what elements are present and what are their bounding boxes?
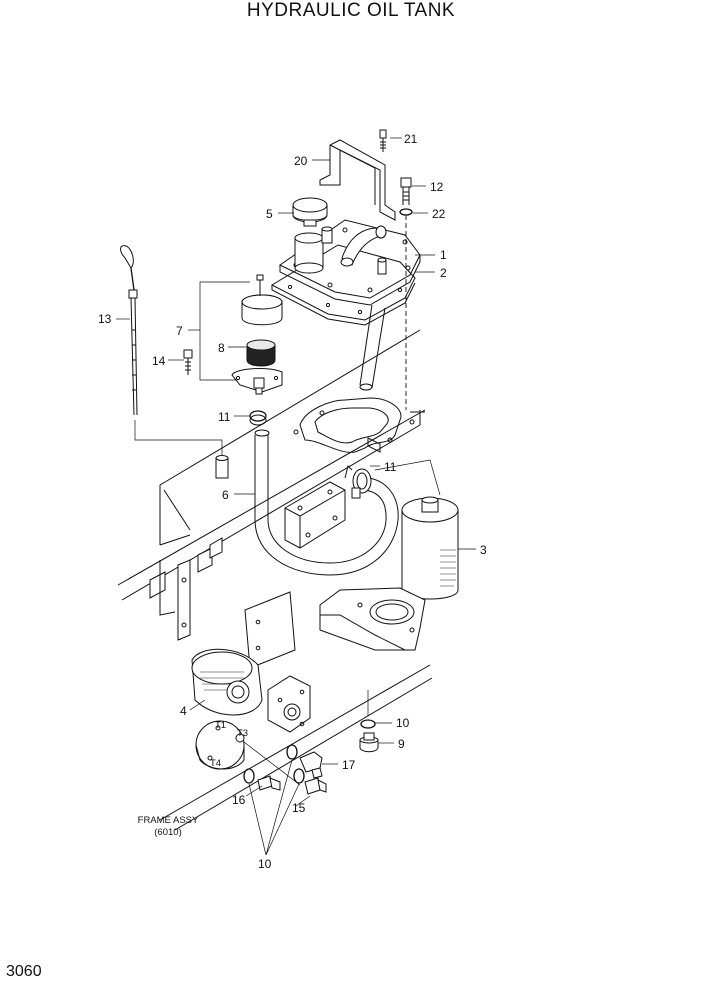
callout-22: 22: [432, 207, 446, 221]
port-label-t3: T3: [237, 728, 248, 739]
page-title: HYDRAULIC OIL TANK: [246, 0, 456, 21]
cap-part-5: [292, 197, 328, 227]
dipstick-port: [215, 455, 229, 479]
suction-pipe: [359, 304, 386, 391]
mounting-block: [284, 481, 361, 549]
o-ring-part-10-upper: [360, 719, 376, 729]
breather-base: [231, 367, 283, 395]
o-ring-part-22: [399, 208, 413, 216]
bolt-part-12: [400, 177, 412, 205]
filter-head: T1 T3 T4: [195, 720, 248, 770]
callout-leaders: [116, 137, 476, 856]
breather-cover-part-7: [241, 274, 283, 326]
elbow-fitting-part-17: [299, 751, 323, 779]
callout-15: 15: [292, 801, 306, 815]
dipstick-leader: [134, 420, 223, 458]
callout-3: 3: [480, 543, 487, 557]
bracket-part-20: [319, 139, 396, 221]
element-part-8: [246, 339, 276, 367]
callout-20: 20: [294, 154, 308, 168]
bolt-part-21: [379, 129, 387, 152]
callout-21: 21: [404, 132, 418, 146]
o-rings-part-10: [243, 744, 305, 784]
hose-part-6: [254, 429, 399, 576]
callout-11-lower: 11: [384, 460, 397, 474]
callout-5: 5: [266, 207, 273, 221]
callout-9: 9: [398, 737, 405, 751]
filter-element-part-3: [401, 496, 459, 600]
callout-12: 12: [430, 180, 444, 194]
filter-leader: [374, 459, 441, 496]
callout-6: 6: [222, 488, 229, 502]
callout-1: 1: [440, 248, 447, 262]
filler-neck: [294, 226, 333, 274]
port-label-t4: T4: [210, 758, 221, 769]
callout-8: 8: [218, 341, 225, 355]
callout-10-lower: 10: [258, 857, 272, 871]
filter-housing-bracket: [319, 587, 426, 651]
callout-2: 2: [440, 266, 447, 280]
page-number: 3060: [6, 963, 42, 980]
drain-plug-part-9: [359, 732, 379, 753]
line-filter-part-4: [191, 648, 311, 733]
callout-4: 4: [180, 704, 187, 718]
callout-10-upper: 10: [396, 716, 410, 730]
clamp-part-11-lower: [344, 465, 372, 494]
tank-body-outline: [117, 329, 433, 831]
mount-plate: [244, 591, 296, 669]
side-brackets: [149, 537, 223, 641]
connector-part-15: [304, 777, 327, 795]
tank-top-opening: [293, 397, 415, 453]
connector-part-16: [257, 775, 281, 791]
callout-11-upper: 11: [218, 410, 231, 424]
port-leader: [243, 741, 301, 786]
callout-17: 17: [342, 758, 356, 772]
screw-part-14: [183, 349, 193, 375]
callout-14: 14: [152, 354, 166, 368]
return-elbow: [340, 225, 387, 275]
dipstick-part-13: [120, 245, 138, 416]
callout-7: 7: [176, 324, 183, 338]
frame-assy-ref: (6010): [154, 827, 181, 838]
port-label-t1: T1: [215, 720, 226, 731]
callout-16: 16: [232, 793, 246, 807]
callout-13: 13: [98, 312, 112, 326]
frame-assy-label: FRAME ASSY: [138, 815, 199, 826]
